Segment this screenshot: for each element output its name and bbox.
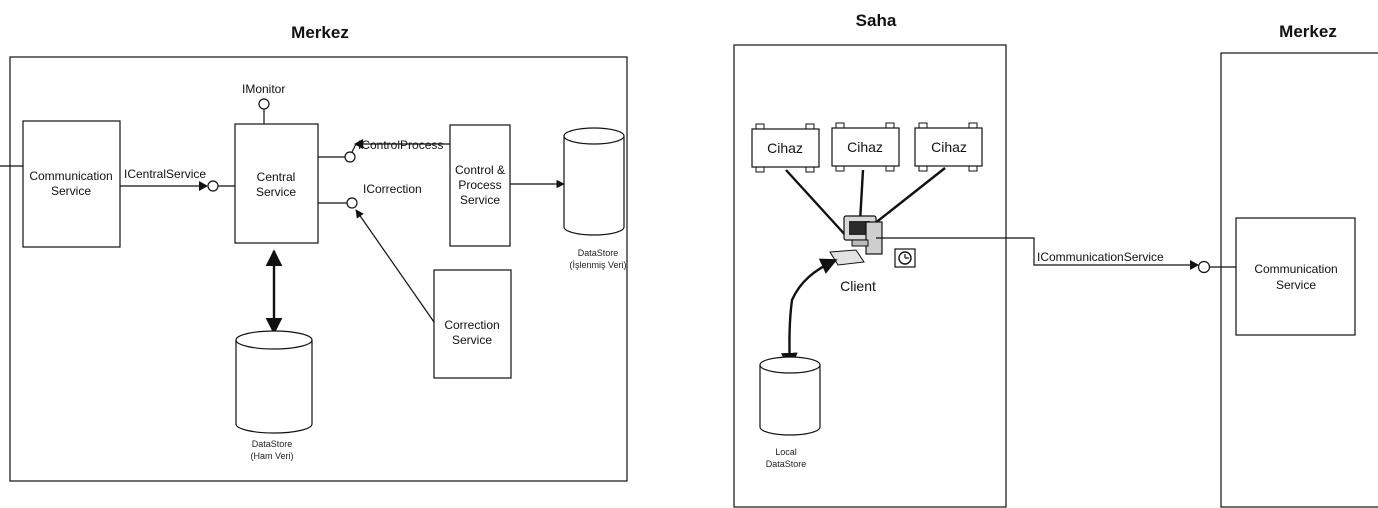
device-box-3[interactable]: Cihaz — [914, 122, 983, 172]
svg-text:Cihaz: Cihaz — [931, 139, 967, 155]
svg-text:Process: Process — [458, 178, 501, 192]
communication-service-box-left[interactable]: Communication Service — [22, 120, 121, 248]
local-datastore-label: Local — [775, 447, 797, 457]
svg-text:Control &: Control & — [455, 163, 505, 177]
datastore-raw-cylinder — [235, 330, 313, 434]
device-box-2[interactable]: Cihaz — [831, 122, 900, 172]
client-label: Client — [840, 278, 876, 294]
svg-text:Correction: Correction — [444, 318, 499, 332]
datastore-raw-label: DataStore — [252, 439, 293, 449]
svg-text:Service: Service — [51, 184, 91, 198]
icommunication-lollipop-icon — [1197, 260, 1211, 274]
control-process-service-box[interactable]: Control & Process Service — [449, 124, 511, 247]
central-service-box[interactable]: Central Service — [234, 123, 319, 244]
svg-text:Cihaz: Cihaz — [847, 139, 883, 155]
saha-frame — [733, 44, 1007, 508]
icentral-label: ICentralService — [124, 167, 206, 181]
icontrol-lollipop-icon — [344, 151, 356, 163]
svg-text:DataStore: DataStore — [766, 459, 807, 469]
communication-service-box-right[interactable]: Communication Service — [1235, 217, 1356, 336]
imonitor-lollipop-icon — [258, 98, 270, 110]
merkez-title-left: Merkez — [291, 23, 349, 42]
svg-text:Communication: Communication — [1254, 262, 1337, 276]
svg-text:Communication: Communication — [29, 169, 112, 183]
icommunication-connector — [876, 237, 1196, 266]
datastore-processed-label: DataStore — [578, 248, 619, 258]
imonitor-label: IMonitor — [242, 82, 285, 96]
svg-text:Cihaz: Cihaz — [767, 140, 803, 156]
svg-text:Service: Service — [1276, 278, 1316, 292]
icorrection-lollipop-icon — [346, 197, 358, 209]
clock-icon — [894, 248, 916, 268]
svg-text:(İşlenmiş Veri): (İşlenmiş Veri) — [569, 260, 626, 270]
svg-text:Service: Service — [256, 185, 296, 199]
correction-service-box[interactable]: Correction Service — [433, 269, 512, 379]
local-datastore-cylinder — [759, 356, 821, 436]
svg-text:Service: Service — [460, 193, 500, 207]
merkez-title-right: Merkez — [1279, 22, 1337, 41]
datastore-processed-cylinder — [563, 127, 625, 236]
device-box-1[interactable]: Cihaz — [751, 123, 820, 173]
icorrection-label: ICorrection — [363, 182, 422, 196]
icontrol-label: IControlProcess — [358, 138, 443, 152]
svg-text:Central: Central — [257, 170, 296, 184]
computer-icon[interactable] — [829, 215, 883, 266]
svg-text:(Ham Veri): (Ham Veri) — [250, 451, 293, 461]
correction-connector — [355, 209, 435, 323]
svg-text:Service: Service — [452, 333, 492, 347]
icommunication-label: ICommunicationService — [1037, 250, 1164, 264]
saha-title: Saha — [856, 11, 897, 30]
local-store-connector — [780, 258, 838, 370]
icentral-lollipop-icon — [207, 180, 219, 192]
